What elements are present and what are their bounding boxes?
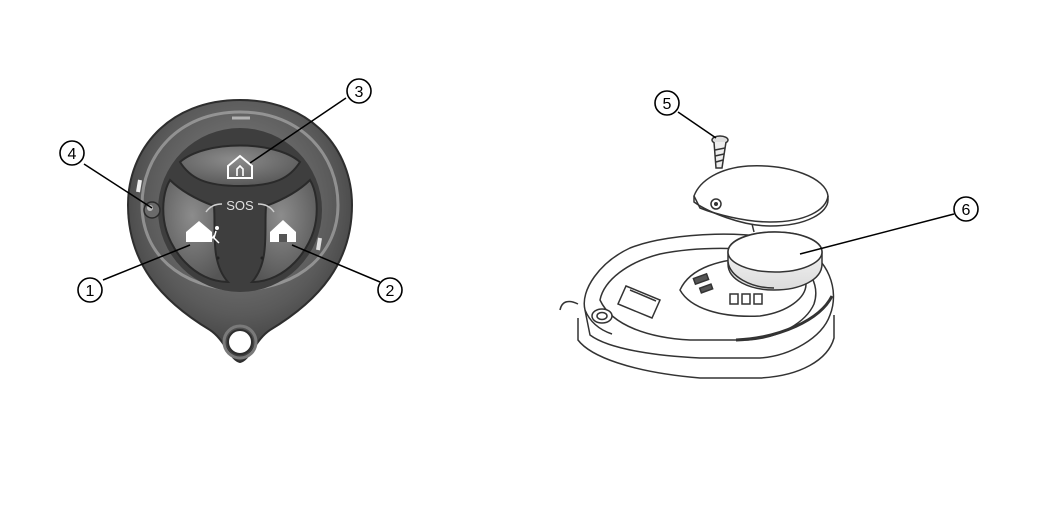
screw-icon: [711, 135, 729, 169]
sos-label: SOS: [226, 198, 254, 213]
button-home-disarm[interactable]: [178, 144, 302, 188]
callout-4: 4: [59, 140, 85, 166]
callout-6: 6: [953, 196, 979, 222]
keyfob: SOS: [126, 98, 354, 364]
button-home-stay[interactable]: [249, 178, 318, 284]
home-stay-icon: [270, 220, 296, 242]
svg-text:5: 5: [663, 96, 672, 113]
coin-battery-icon: [727, 231, 823, 291]
callout-5: 5: [654, 90, 680, 116]
button-home-away[interactable]: [162, 178, 231, 284]
keyring-hole: [227, 329, 253, 355]
battery-contacts: [692, 272, 763, 305]
svg-text:4: 4: [68, 146, 77, 163]
callout-3: 3: [346, 78, 372, 104]
svg-text:1: 1: [86, 283, 95, 300]
svg-text:3: 3: [355, 84, 364, 101]
battery-view: [559, 135, 835, 379]
back-cover: [693, 165, 829, 233]
battery-leader-lines: [677, 111, 955, 255]
svg-text:6: 6: [962, 202, 971, 219]
keyfob-leader-lines: [83, 97, 381, 283]
callout-1: 1: [77, 277, 103, 303]
svg-text:2: 2: [386, 283, 395, 300]
callout-2: 2: [377, 277, 403, 303]
home-disarm-icon: [227, 154, 253, 179]
home-away-icon: [186, 221, 220, 244]
